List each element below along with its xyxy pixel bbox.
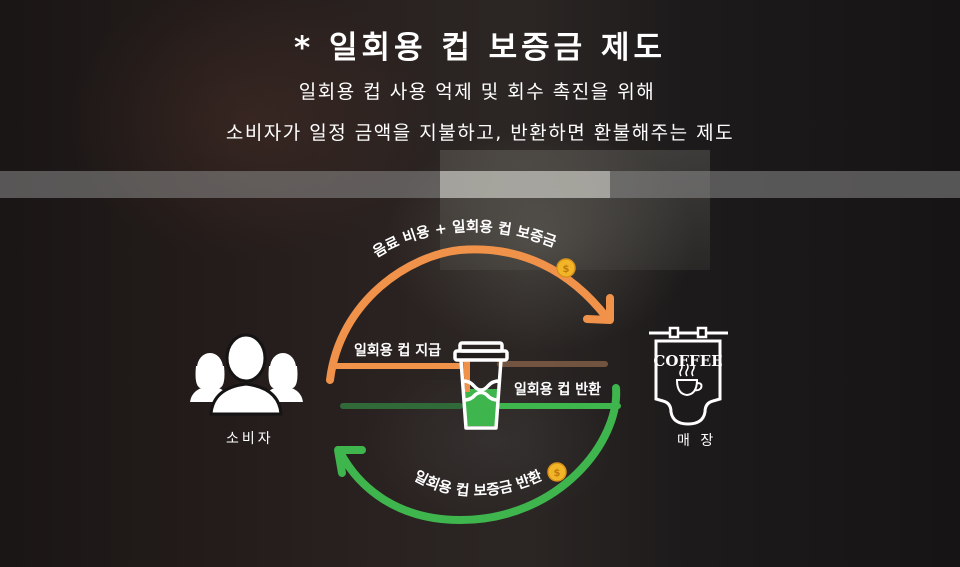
- coffee-shop-sign-icon: COFFEE: [649, 326, 728, 426]
- svg-text:$: $: [563, 264, 570, 275]
- cup-issue-arrow: [330, 361, 608, 369]
- payment-arrow: [326, 245, 614, 384]
- page-title: * 일회용 컵 보증금 제도: [293, 30, 667, 66]
- subtitle-line-1: 일회용 컵 사용 억제 및 회수 촉진을 위해: [298, 81, 656, 103]
- coin-icon: $: [547, 462, 567, 482]
- divider-band: [0, 171, 960, 198]
- store-label: 매 장: [677, 433, 717, 449]
- people-group-icon: [190, 333, 303, 416]
- deposit-refund-arrow: [334, 384, 621, 525]
- subtitle-line-2: 소비자가 일정 금액을 지불하고, 반환하면 환불해주는 제도: [225, 122, 735, 144]
- disposable-cup-icon: [453, 341, 509, 430]
- svg-text:$: $: [554, 468, 561, 479]
- divider-band-highlight: [440, 171, 610, 198]
- cup-issue-label: 일회용 컵 지급: [354, 343, 442, 359]
- consumer-label: 소비자: [226, 431, 274, 447]
- deposit-refund-label: 일회용 컵 보증금 반환: [411, 466, 545, 500]
- coin-icon: $: [556, 258, 576, 278]
- payment-label: 음료 비용 + 일회용 컵 보증금: [370, 218, 558, 261]
- svg-text:COFFEE: COFFEE: [653, 352, 722, 370]
- cup-return-label: 일회용 컵 반환: [514, 382, 602, 398]
